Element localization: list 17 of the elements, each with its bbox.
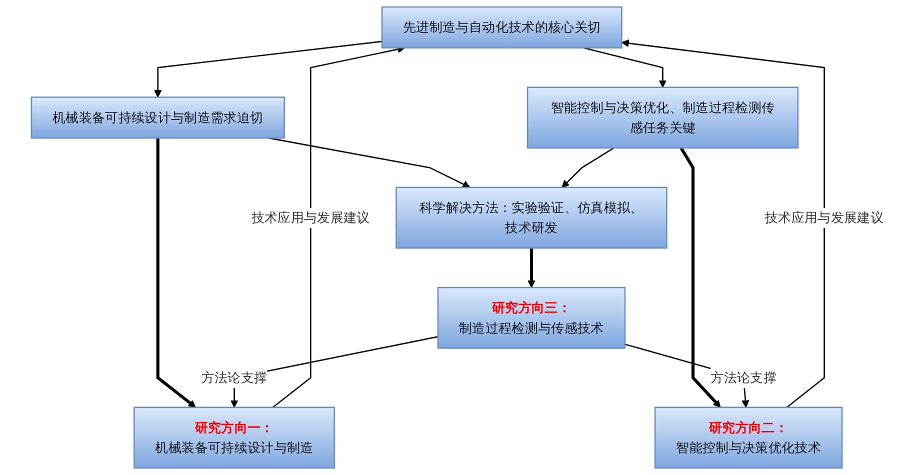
node-box: 研究方向三： 制造过程检测与传感技术 xyxy=(437,286,626,349)
node-box: 智能控制与决策优化、制造过程检测传感任务关键 xyxy=(526,86,799,149)
arrow xyxy=(154,40,382,98)
edge-label: 方法论支撑 xyxy=(710,370,776,386)
arrow xyxy=(528,248,536,288)
edge-label: 方法论支撑 xyxy=(201,370,268,386)
arrow xyxy=(583,47,667,88)
edge-label: 技术应用与发展建议 xyxy=(765,210,884,226)
node-box: 研究方向二： 智能控制与决策优化技术 xyxy=(654,406,843,469)
node-box: 研究方向一： 机械装备可持续设计与制造 xyxy=(134,406,336,469)
node-box: 机械装备可持续设计与制造需求迫切 xyxy=(30,96,285,139)
arrow xyxy=(156,138,196,408)
node-box: 科学解决方法：实验验证、仿真模拟、技术研发 xyxy=(396,186,668,249)
node-box: 先进制造与自动化技术的核心关切 xyxy=(381,6,622,48)
arrow xyxy=(562,147,614,188)
arrow xyxy=(680,147,721,408)
edge-label: 技术应用与发展建议 xyxy=(251,210,370,226)
